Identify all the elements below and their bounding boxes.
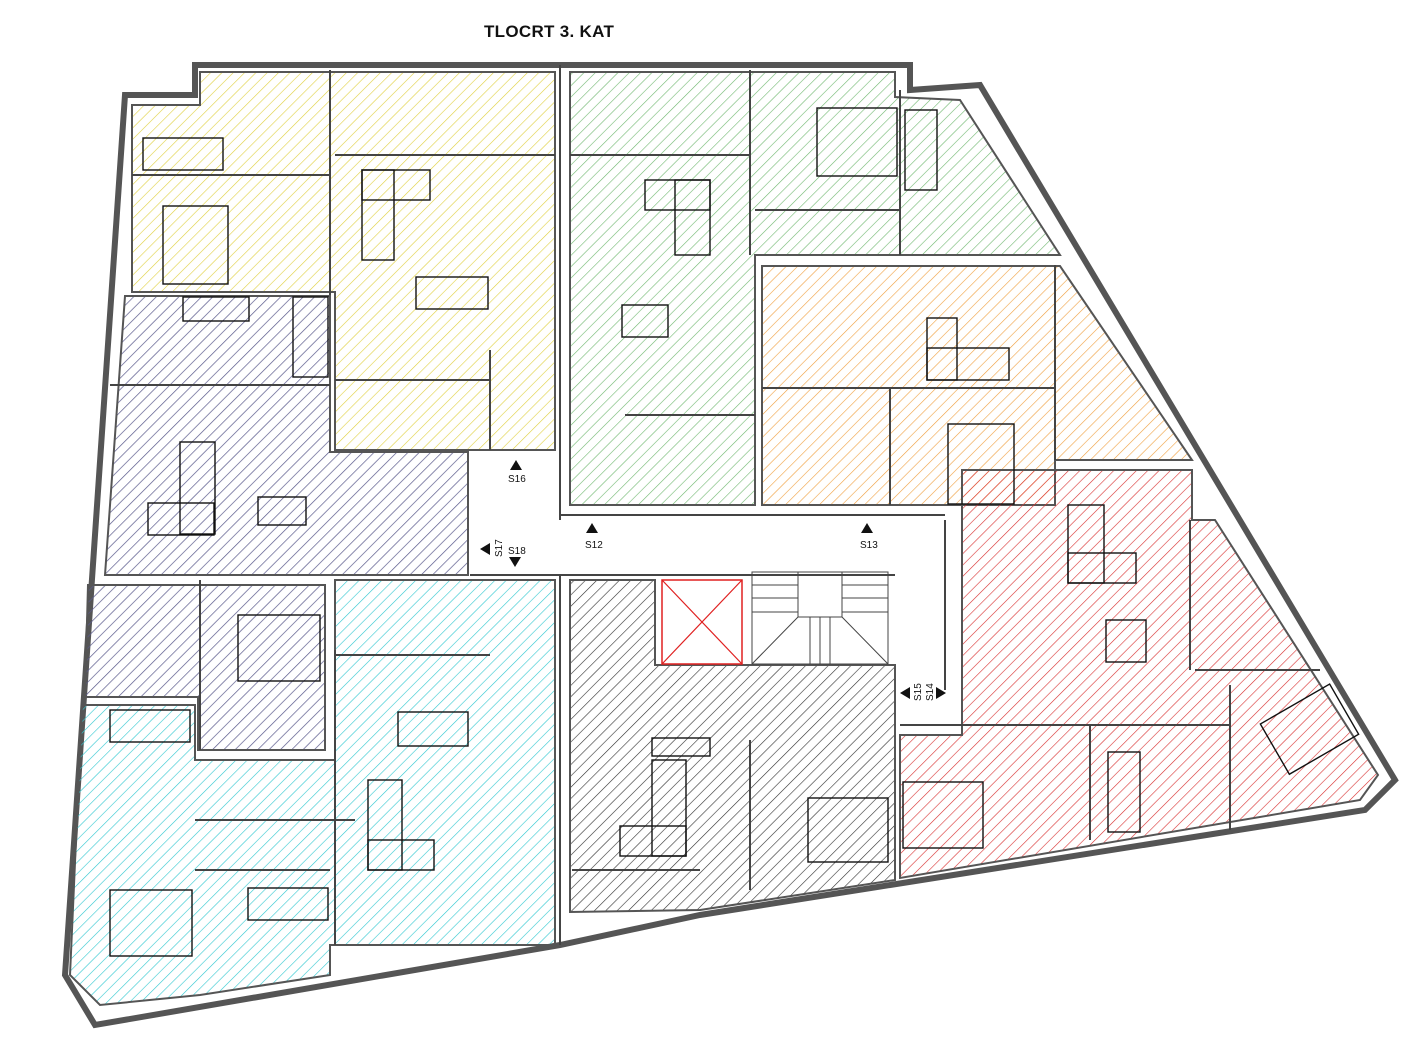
bed — [109, 889, 193, 957]
section-marker-s13: S13 — [860, 523, 878, 551]
wardrobe — [182, 296, 250, 322]
apartment-gray[interactable] — [569, 579, 896, 914]
elevator-shaft — [661, 579, 743, 665]
sofa — [619, 825, 687, 857]
svg-text:S14: S14 — [925, 683, 936, 701]
dining-table — [621, 304, 669, 338]
dining-table — [415, 276, 489, 310]
svg-text:S17: S17 — [494, 539, 505, 557]
table — [651, 737, 711, 757]
bed — [1259, 683, 1360, 776]
sofa — [926, 347, 1010, 381]
dining-table — [397, 711, 469, 747]
svg-text:S13: S13 — [860, 540, 878, 551]
svg-text:S16: S16 — [508, 474, 526, 485]
section-marker-s12: S12 — [585, 523, 603, 551]
bed — [162, 205, 229, 285]
sofa — [1067, 552, 1137, 584]
plan-title: TLOCRT 3. KAT — [484, 22, 615, 41]
staircase[interactable] — [751, 571, 889, 665]
dining-table — [257, 496, 307, 526]
bed — [947, 423, 1015, 505]
bed — [807, 797, 889, 863]
wardrobe — [109, 709, 191, 743]
svg-text:S15: S15 — [913, 683, 924, 701]
svg-text:S18: S18 — [508, 546, 526, 557]
bathtub — [292, 296, 329, 378]
sofa — [179, 441, 216, 535]
apartment-cyan[interactable] — [68, 579, 556, 1007]
section-marker-s18: S18 — [508, 546, 526, 567]
furniture — [109, 107, 1360, 957]
section-marker-s14: S14 — [925, 683, 946, 701]
section-marker-s16: S16 — [508, 460, 526, 485]
building-outline — [61, 62, 1399, 1029]
sofa — [147, 502, 215, 536]
svg-text:S12: S12 — [585, 540, 603, 551]
apartment-purple-lower[interactable] — [83, 584, 326, 751]
sofa — [361, 169, 395, 261]
section-marker-s17: S17 — [480, 539, 505, 557]
sofa — [674, 179, 711, 256]
apartment-purple[interactable] — [103, 295, 469, 576]
apartment-red[interactable] — [899, 469, 1380, 880]
bed — [237, 614, 321, 682]
bathtub — [247, 887, 329, 921]
apartment-yellow[interactable] — [131, 71, 556, 451]
bed — [902, 781, 984, 849]
interior-walls — [110, 65, 1320, 945]
bed — [816, 107, 898, 177]
sofa — [367, 839, 435, 871]
bed — [142, 137, 224, 171]
wardrobe — [904, 109, 938, 191]
dining-table — [1105, 619, 1147, 663]
bathtub — [1107, 751, 1141, 833]
section-marker-s15: S15 — [900, 683, 924, 701]
